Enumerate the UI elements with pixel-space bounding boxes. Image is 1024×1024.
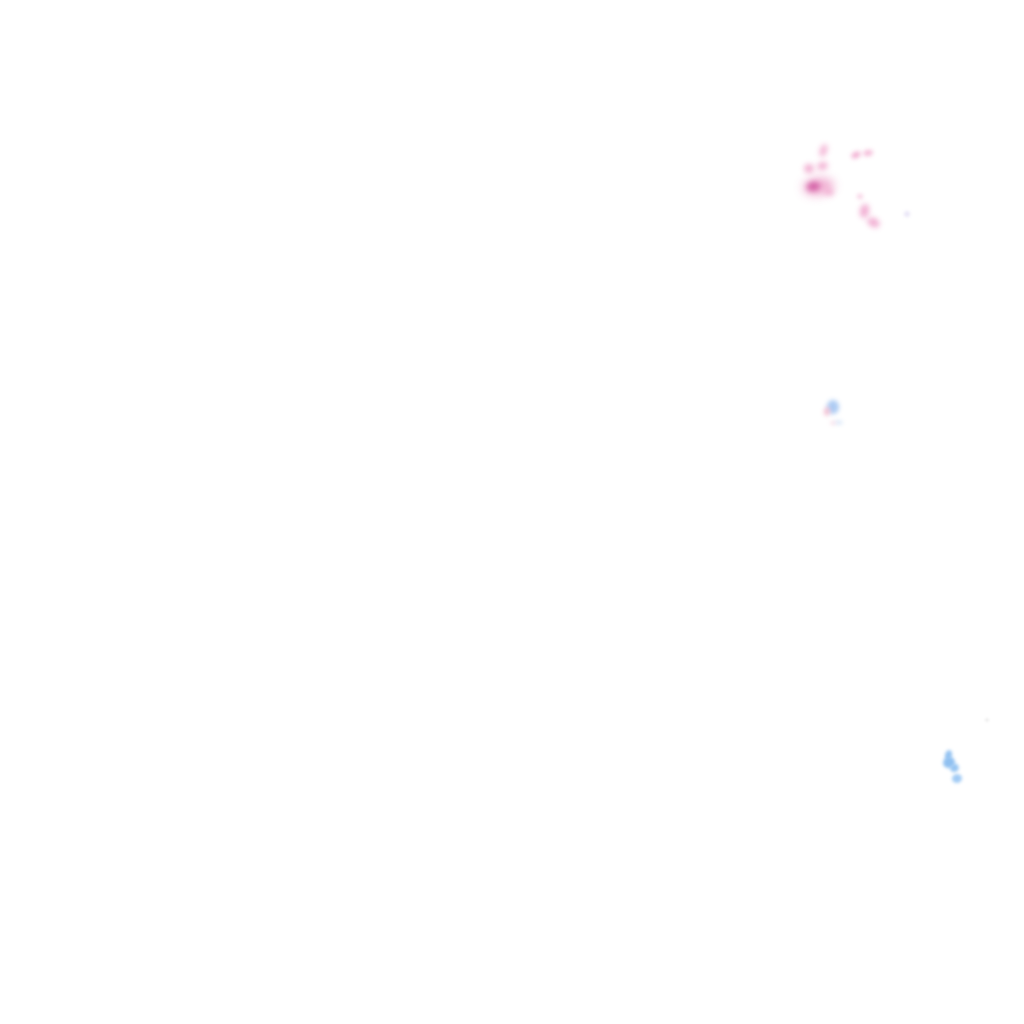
pink-lower-blob — [865, 215, 882, 230]
smudge-blue-blob — [834, 420, 843, 425]
lavender-dot-blob — [904, 211, 910, 217]
crescent-taper-blob — [948, 762, 961, 774]
pink-dot-blob — [857, 194, 863, 199]
magenta-tail-blob — [822, 186, 835, 197]
pink-streak-blob — [817, 143, 830, 158]
smudge-pink-blob — [830, 421, 836, 425]
magenta-core-blob — [806, 181, 821, 192]
pink-patch-left-blob — [804, 164, 814, 173]
gray-speck-blob — [985, 718, 989, 722]
crescent-tip-blob — [943, 749, 954, 761]
pink-dab-right-blob — [862, 149, 874, 157]
pink-fringe-blob — [823, 406, 831, 417]
pink-patch-right-blob — [816, 160, 829, 172]
pink-dab-left-blob — [850, 150, 862, 160]
crescent-triangle-blob — [951, 773, 963, 784]
blue-spot-blob — [827, 400, 839, 414]
magenta-halo-blob — [802, 176, 835, 197]
crescent-body-blob — [941, 755, 957, 770]
pink-vertical-blob — [858, 203, 871, 219]
